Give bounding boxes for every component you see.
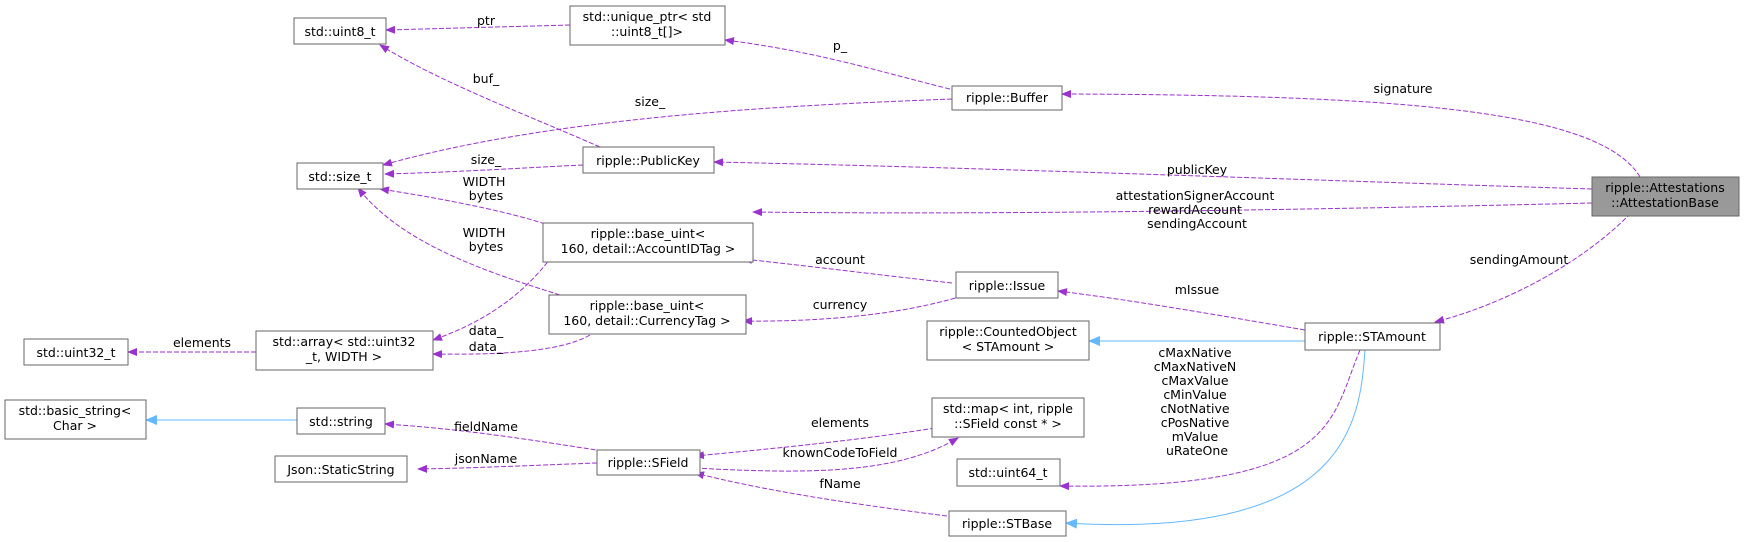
edges: [127, 24, 1641, 529]
node-base-uint-account[interactable]: ripple::base_uint<160, detail::AccountID…: [542, 222, 754, 263]
node-counted-object[interactable]: ripple::CountedObject< STAmount >: [926, 320, 1090, 361]
edge-width-bytes-1: [379, 186, 546, 225]
node-array[interactable]: std::array< std::uint32_t, WIDTH >: [255, 330, 434, 371]
edge-label-width-bytes-1: WIDTH bytes: [463, 174, 510, 203]
edge-label-publickey: publicKey: [1167, 162, 1228, 177]
edge-label-data-2: data_: [469, 339, 504, 354]
node-sfield[interactable]: ripple::SField: [596, 449, 701, 476]
edge-inherit-stbase: [1065, 349, 1366, 529]
svg-text:std::size_t: std::size_t: [308, 169, 371, 184]
node-unique-ptr[interactable]: std::unique_ptr< std::uint8_t[]>: [569, 5, 726, 46]
edge-fname: [694, 471, 948, 517]
edge-p: [724, 37, 951, 90]
edge-missue: [1057, 288, 1306, 331]
edge-label-jsonname: jsonName: [454, 451, 518, 466]
node-publickey[interactable]: ripple::PublicKey: [582, 146, 715, 174]
svg-text:std::map< int, ripple::SField: std::map< int, ripple::SField const * >: [943, 401, 1073, 431]
edge-label-missue: mIssue: [1175, 282, 1220, 297]
node-basic-string[interactable]: std::basic_string<Char >: [4, 399, 147, 440]
node-stbase[interactable]: ripple::STBase: [948, 510, 1067, 537]
edge-labels: ptr p_ buf_ signature size_ size_ public…: [173, 13, 1568, 491]
edge-cmax: [1059, 349, 1361, 491]
edge-label-account: account: [815, 252, 865, 267]
svg-text:ripple::SField: ripple::SField: [608, 455, 689, 470]
node-attestation-base[interactable]: ripple::Attestations::AttestationBase: [1591, 176, 1740, 217]
edge-jsonname: [417, 462, 598, 473]
svg-text:ripple::STBase: ripple::STBase: [962, 516, 1052, 531]
edge-size-buffer: [382, 98, 953, 167]
svg-text:std::uint64_t: std::uint64_t: [968, 465, 1047, 480]
node-uint64[interactable]: std::uint64_t: [956, 458, 1061, 487]
edge-signature: [1061, 90, 1641, 178]
edge-label-p: p_: [833, 38, 848, 53]
edge-label-signature: signature: [1374, 81, 1433, 96]
edge-size-pubkey: [384, 164, 584, 178]
svg-text:ripple::Attestations::Attestat: ripple::Attestations::AttestationBase: [1605, 180, 1724, 210]
edge-label-size-buffer: size_: [635, 94, 666, 109]
svg-text:ripple::PublicKey: ripple::PublicKey: [596, 153, 700, 168]
edge-label-data-1: data_: [469, 323, 504, 338]
edge-label-ptr: ptr: [477, 13, 496, 28]
edge-label-fname: fName: [819, 476, 861, 491]
edge-currency: [742, 295, 963, 326]
node-map[interactable]: std::map< int, ripple::SField const * >: [931, 397, 1085, 438]
edge-label-width-bytes-2: WIDTH bytes: [463, 225, 510, 254]
node-stamount[interactable]: ripple::STAmount: [1304, 322, 1441, 351]
svg-text:std::string: std::string: [309, 414, 373, 429]
svg-text:ripple::CountedObject< STAmoun: ripple::CountedObject< STAmount >: [939, 324, 1077, 354]
svg-text:ripple::base_uint<160, detail:: ripple::base_uint<160, detail::CurrencyT…: [563, 298, 730, 328]
svg-text:std::array< std::uint32_t, WID: std::array< std::uint32_t, WIDTH >: [273, 334, 416, 364]
edge-label-buf: buf_: [473, 71, 500, 86]
node-uint8[interactable]: std::uint8_t: [293, 17, 387, 45]
node-issue[interactable]: ripple::Issue: [955, 271, 1059, 299]
node-base-uint-currency[interactable]: ripple::base_uint<160, detail::CurrencyT…: [548, 294, 747, 335]
edge-data-2: [432, 334, 591, 359]
edge-knowncodetofield: [694, 437, 959, 472]
svg-text:ripple::base_uint<160, detail:: ripple::base_uint<160, detail::AccountID…: [561, 226, 736, 256]
edge-label-knowncodetofield: knownCodeToField: [783, 445, 898, 460]
nodes: std::uint8_t std::unique_ptr< std::uint8…: [4, 5, 1740, 537]
edge-label-elements-map: elements: [811, 415, 869, 430]
edge-label-currency: currency: [813, 297, 868, 312]
svg-text:std::uint8_t: std::uint8_t: [304, 24, 375, 39]
svg-text:std::unique_ptr< std::uint8_t[: std::unique_ptr< std::uint8_t[]>: [583, 9, 712, 39]
svg-text:ripple::Issue: ripple::Issue: [969, 278, 1046, 293]
svg-text:std::uint32_t: std::uint32_t: [36, 345, 115, 360]
edge-label-cmax: cMaxNative cMaxNativeN cMaxValue cMinVal…: [1154, 345, 1241, 458]
node-uint32[interactable]: std::uint32_t: [23, 338, 129, 366]
edge-fieldname: [384, 420, 631, 456]
node-string[interactable]: std::string: [296, 407, 386, 435]
edge-ptr: [385, 24, 571, 34]
edge-buf: [379, 44, 601, 148]
node-size-t[interactable]: std::size_t: [296, 162, 384, 190]
edge-label-fieldname: fieldName: [454, 419, 518, 434]
node-static-string[interactable]: Json::StaticString: [274, 455, 408, 483]
edge-label-accounts: attestationSignerAccount rewardAccount s…: [1116, 188, 1279, 231]
svg-text:ripple::Buffer: ripple::Buffer: [966, 90, 1049, 105]
svg-text:ripple::STAmount: ripple::STAmount: [1318, 329, 1426, 344]
edge-label-size-pubkey: size_: [471, 152, 502, 167]
edge-accounts: [752, 202, 1593, 217]
node-buffer[interactable]: ripple::Buffer: [951, 85, 1063, 111]
svg-text:Json::StaticString: Json::StaticString: [286, 462, 394, 477]
edge-publickey: [713, 158, 1593, 190]
edge-label-elements-array: elements: [173, 335, 231, 350]
edge-label-sendingamount: sendingAmount: [1470, 252, 1569, 267]
svg-text:std::basic_string<Char >: std::basic_string<Char >: [19, 403, 132, 433]
edge-width-bytes-2: [357, 187, 561, 296]
edge-elements-map: [694, 427, 936, 460]
edge-sendingamount: [1434, 202, 1641, 324]
